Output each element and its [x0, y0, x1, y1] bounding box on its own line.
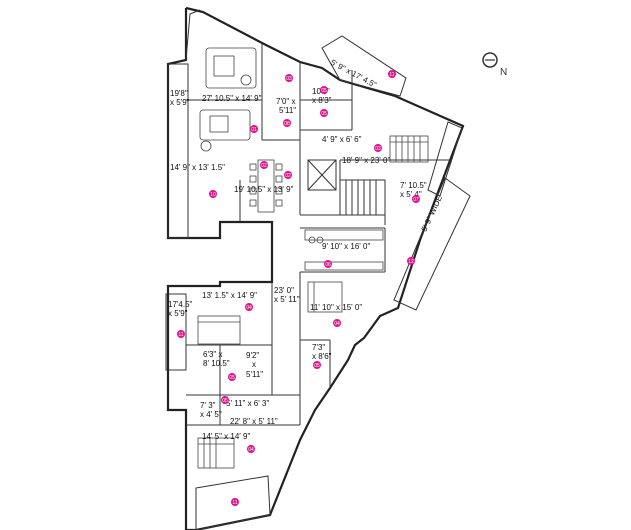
kitchen-counter — [304, 229, 384, 271]
dim-29: x 8'6" — [312, 352, 332, 361]
svg-text:08: 08 — [284, 121, 290, 127]
svg-text:02: 02 — [261, 163, 267, 169]
svg-text:05: 05 — [229, 375, 235, 381]
room-marker: 11 — [388, 70, 396, 78]
svg-text:10: 10 — [210, 192, 216, 198]
balcony-left-upper — [167, 63, 189, 239]
dim-3: 27' 10.5" x 14' 9" — [202, 94, 262, 103]
dim-13: 7' 10.5" — [400, 181, 427, 190]
bedroom3-bed — [307, 281, 343, 313]
dim-2: x 5'9" — [170, 98, 190, 107]
dim-15: 5' 9" WIDE — [420, 194, 444, 233]
dim-26: 6'3" x — [203, 350, 223, 359]
svg-text:05: 05 — [222, 398, 228, 404]
svg-text:12: 12 — [408, 259, 414, 265]
room-marker: 01 — [250, 125, 258, 133]
svg-text:04: 04 — [334, 321, 340, 327]
balcony-left-lower — [165, 293, 187, 371]
dim-12: 19' 10.5" x 13' 9" — [234, 185, 294, 194]
dining-table — [249, 159, 283, 213]
dim-22: 11' 10" x 15' 0" — [310, 303, 362, 312]
svg-text:07: 07 — [413, 197, 419, 203]
room-marker: 05 — [320, 86, 328, 94]
dim-1: 19'8" — [170, 89, 188, 98]
room-marker: 03 — [374, 144, 382, 152]
svg-text:11: 11 — [178, 332, 183, 338]
dim-18: x 5' 11" — [274, 295, 300, 304]
room-marker: 11 — [231, 498, 239, 506]
dim-23: 9'2" — [246, 351, 259, 360]
bedroom2-bed — [197, 315, 241, 345]
dim-4: 7'0" x — [276, 97, 296, 106]
room-markers: 11 03 05 01 08 05 03 10 02 02 07 12 06 0… — [177, 70, 420, 506]
svg-text:05: 05 — [314, 363, 320, 369]
svg-text:06: 06 — [325, 262, 331, 268]
svg-text:01: 01 — [251, 127, 257, 133]
dim-11: 14' 9" x 13' 1.5" — [170, 163, 225, 172]
room-marker: 11 — [177, 330, 185, 338]
interior-walls — [186, 44, 450, 426]
dim-34: 14' 5" x 14' 9" — [202, 432, 250, 441]
dim-9: 4' 9" x 6' 6" — [322, 135, 362, 144]
staircase — [339, 179, 386, 216]
bedroom4-bed — [197, 437, 235, 469]
svg-text:03: 03 — [286, 76, 292, 82]
dim-31: 7' 3" — [200, 401, 216, 410]
room-marker: 06 — [324, 260, 332, 268]
svg-text:02: 02 — [285, 173, 291, 179]
dim-10: 18' 9" x 23' 0" — [342, 156, 390, 165]
room-marker: 04 — [247, 445, 255, 453]
room-marker: 05 — [313, 361, 321, 369]
dim-7: x 8'3" — [312, 96, 332, 105]
balcony-bottom — [195, 475, 271, 530]
living-furniture — [199, 47, 257, 152]
dim-16: 9' 10" x 16' 0" — [322, 242, 370, 251]
lift-shaft — [307, 159, 337, 191]
svg-text:05: 05 — [321, 111, 327, 117]
svg-text:11: 11 — [232, 500, 237, 506]
room-marker: 08 — [283, 119, 291, 127]
dim-25: 5'11" — [246, 370, 263, 379]
dim-20: 17'4.5" — [168, 300, 193, 309]
dim-27: 8' 10.5" — [203, 359, 230, 368]
dim-32: x 4' 5" — [200, 410, 222, 419]
dim-17: 23' 0" — [274, 286, 294, 295]
room-marker: 04 — [333, 319, 341, 327]
room-marker: 03 — [285, 74, 293, 82]
dimension-labels: 19'8" x 5'9" 27' 10.5" x 14' 9" 7'0" x 5… — [168, 58, 444, 441]
master-bed — [389, 135, 429, 163]
dim-14: x 5' 4" — [400, 190, 422, 199]
room-marker: 05 — [228, 373, 236, 381]
balcony-top — [321, 35, 407, 97]
dim-21: x 5'9" — [168, 309, 188, 318]
balcony-corner — [427, 121, 463, 197]
dim-30: 5' 11" x 6' 3" — [226, 399, 269, 408]
room-marker: 10 — [209, 190, 217, 198]
dim-19: 13' 1.5" x 14' 9" — [202, 291, 257, 300]
dim-28: 7'3" — [312, 343, 325, 352]
svg-text:11: 11 — [389, 72, 394, 78]
room-marker: 02 — [260, 161, 268, 169]
dim-5: 5'11" — [279, 106, 296, 115]
svg-text:04: 04 — [246, 305, 252, 311]
room-marker: 04 — [245, 303, 253, 311]
compass-letter: N — [500, 67, 507, 78]
dim-33: 22' 8" x 5' 11" — [230, 417, 278, 426]
room-marker: 05 — [221, 396, 229, 404]
room-marker: 12 — [407, 257, 415, 265]
room-marker: 02 — [284, 171, 292, 179]
dim-24: x — [252, 360, 256, 369]
svg-text:05: 05 — [321, 88, 327, 94]
svg-text:04: 04 — [248, 447, 254, 453]
room-marker: 07 — [412, 195, 420, 203]
compass: N — [482, 52, 507, 78]
room-marker: 05 — [320, 109, 328, 117]
svg-text:03: 03 — [375, 146, 381, 152]
compass-icon — [482, 52, 498, 68]
